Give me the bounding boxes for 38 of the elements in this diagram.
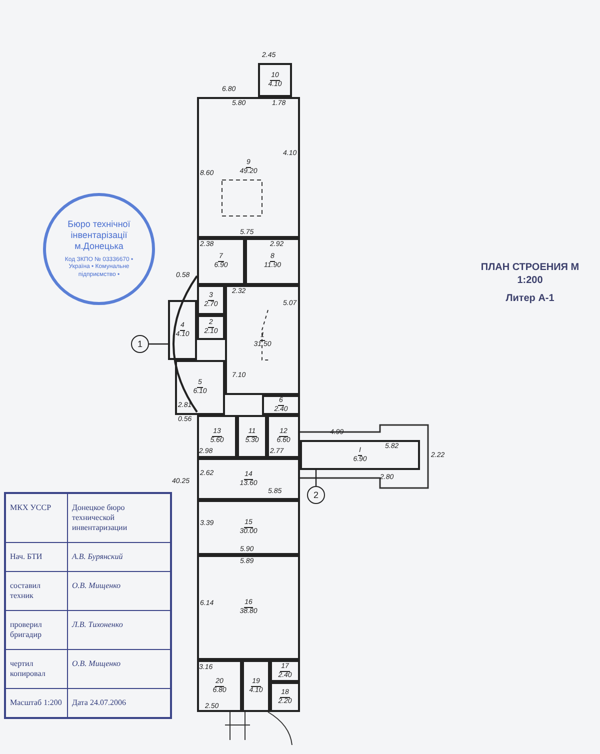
table-cell-text: А.В. Бурянский (70, 551, 124, 563)
room-outline (197, 415, 237, 458)
room-outline (270, 660, 300, 682)
room-outline (225, 285, 300, 395)
stamp-text: Бюро технічної інвентарізації м.Донецька (66, 218, 132, 253)
table-cell: проверил бригадир (6, 611, 68, 649)
room-outline (197, 555, 300, 660)
room-outline (245, 238, 300, 285)
room-outline (242, 660, 270, 712)
room-outline (175, 360, 225, 415)
table-cell-text: Л.В. Тихоненко (70, 619, 124, 631)
table-cell-text: О.В. Мищенко (71, 658, 122, 670)
room-outline (237, 415, 267, 458)
room-outline (197, 458, 300, 500)
table-cell: Нач. БТИ (6, 543, 68, 571)
table-cell: Масштаб 1:200 (6, 689, 68, 717)
room-outline (168, 300, 197, 360)
table-cell: МКХ УССР (6, 494, 68, 542)
room-outline (258, 63, 292, 97)
section-line (315, 470, 317, 486)
room-outline (300, 440, 420, 470)
room-outline (270, 682, 300, 712)
room-outline (197, 315, 225, 340)
table-cell: составил техник (6, 572, 68, 610)
room-outline (197, 500, 300, 555)
room-outline (197, 660, 242, 712)
table-cell-text: О.В. Мищенко (71, 580, 122, 592)
table-cell-text: Дата 24.07.2006 (71, 697, 127, 709)
room-outline (197, 285, 225, 315)
room-outline (197, 238, 245, 285)
room-outline (262, 395, 300, 415)
room-outline (197, 97, 300, 238)
plan-title: ПЛАН СТРОЕНИЯ М 1:200 (480, 262, 580, 287)
room-outline (267, 415, 300, 458)
building-letter: Литер А-1 (506, 292, 554, 306)
table-cell-text: Донецкое бюро технической инвентаризации (71, 502, 128, 534)
table-cell: чертил копировал (6, 650, 68, 688)
section-line (149, 343, 168, 345)
